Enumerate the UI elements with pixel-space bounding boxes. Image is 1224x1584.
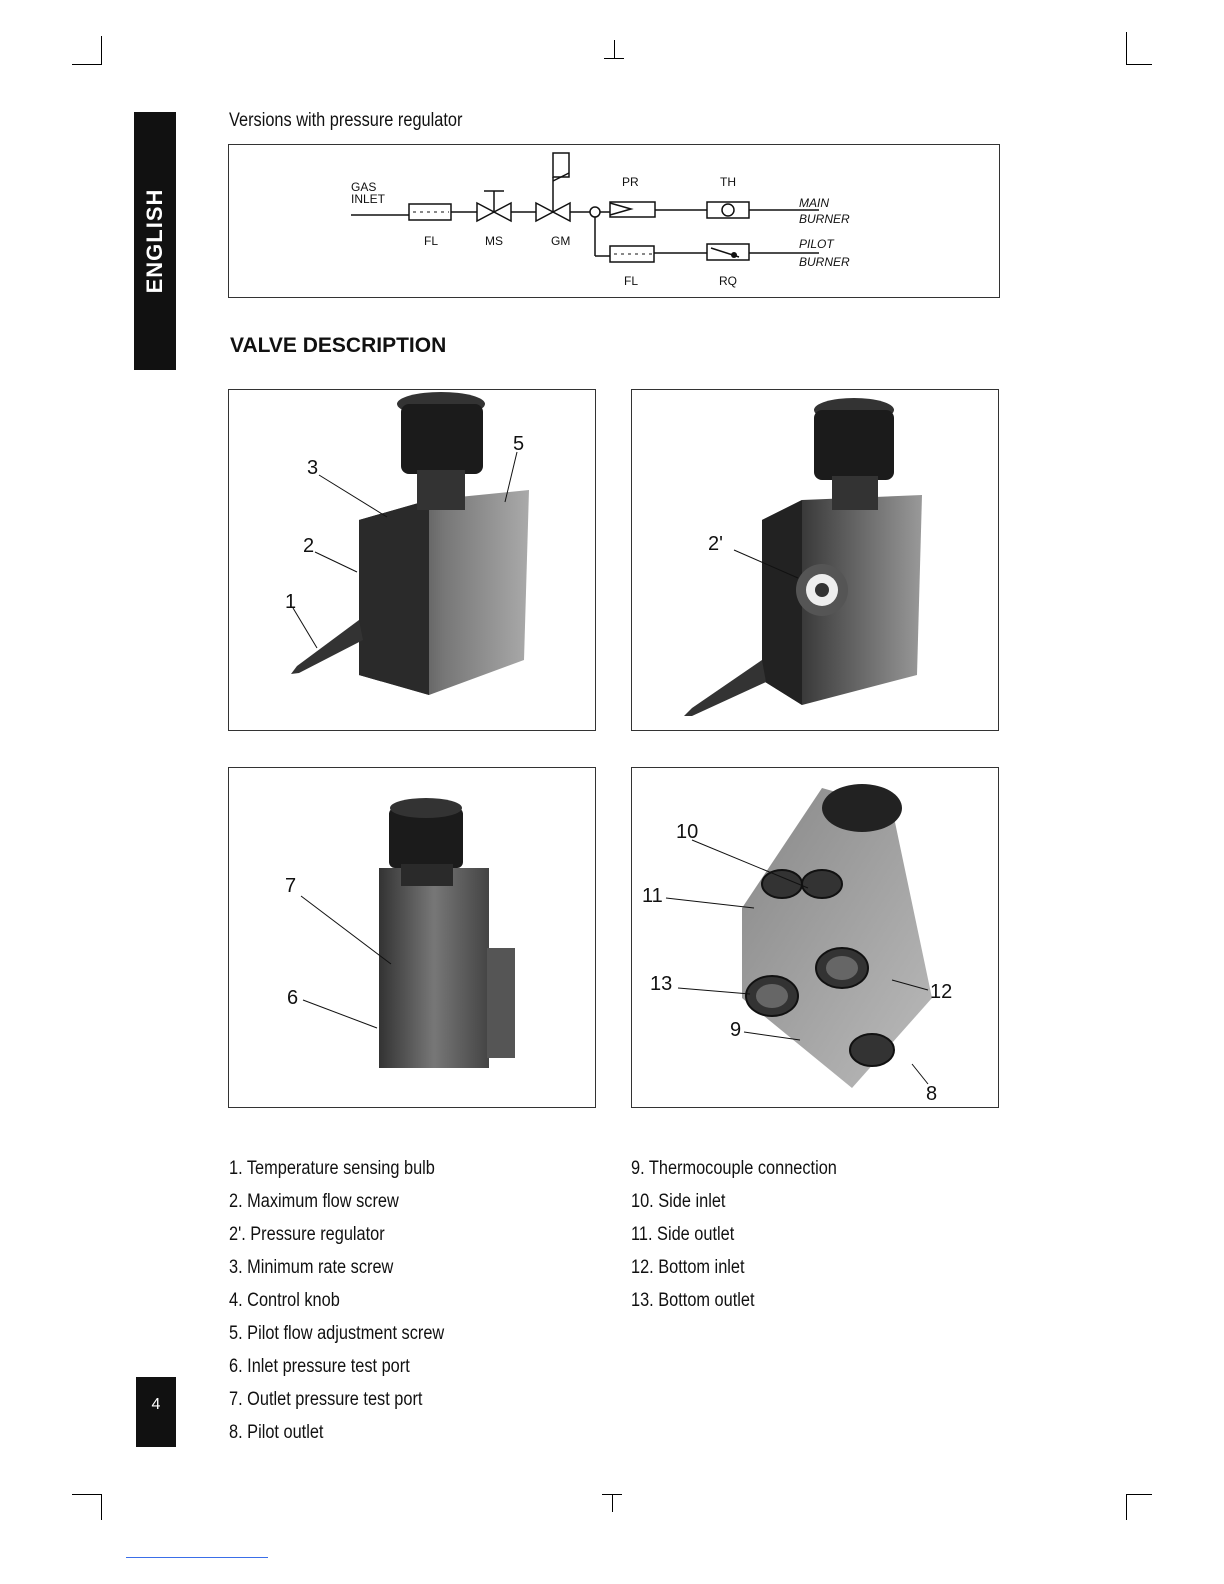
legend-item: 11. Side outlet bbox=[631, 1224, 735, 1245]
legend-item: 10. Side inlet bbox=[631, 1191, 726, 1212]
valve-photo-bottom: 10 11 13 12 9 8 bbox=[631, 767, 999, 1108]
callout-13: 13 bbox=[650, 973, 672, 995]
language-tab-label: ENGLISH bbox=[142, 188, 167, 294]
valve-regulator-illustration: 2' bbox=[684, 398, 922, 716]
fl-pilot-label: FL bbox=[624, 274, 638, 288]
crop-mark bbox=[101, 36, 102, 65]
legend-item: 5. Pilot flow adjustment screw bbox=[229, 1323, 445, 1344]
legend-item: 6. Inlet pressure test port bbox=[229, 1356, 410, 1377]
pilot-burner-label: BURNER bbox=[799, 255, 850, 269]
schematic-subtitle: Versions with pressure regulator bbox=[229, 110, 463, 131]
legend-left: 1. Temperature sensing bulb 2. Maximum f… bbox=[229, 1152, 479, 1449]
callout-9: 9 bbox=[730, 1019, 741, 1041]
callout-5: 5 bbox=[513, 433, 524, 455]
fl-main-label: FL bbox=[424, 234, 438, 248]
crop-mark bbox=[612, 1494, 613, 1512]
crop-mark bbox=[1126, 32, 1127, 64]
legend-item: 12. Bottom inlet bbox=[631, 1257, 745, 1278]
legend-item: 8. Pilot outlet bbox=[229, 1422, 324, 1443]
legend-item: 7. Outlet pressure test port bbox=[229, 1389, 423, 1410]
ms-label: MS bbox=[485, 234, 503, 248]
language-tab: ENGLISH bbox=[134, 112, 176, 370]
crop-mark bbox=[604, 58, 624, 59]
callout-10: 10 bbox=[676, 821, 698, 843]
valve-photo-front: 3 5 2 1 bbox=[228, 389, 596, 731]
gas-inlet-label: INLET bbox=[351, 192, 386, 206]
footer-rule bbox=[126, 1557, 268, 1558]
callout-2-prime: 2' bbox=[708, 533, 723, 555]
callout-3: 3 bbox=[307, 457, 318, 479]
section-title: VALVE DESCRIPTION bbox=[230, 334, 447, 357]
crop-mark bbox=[614, 40, 615, 58]
callout-11: 11 bbox=[642, 885, 663, 907]
legend-item: 3. Minimum rate screw bbox=[229, 1257, 394, 1278]
callout-12: 12 bbox=[930, 981, 952, 1003]
pr-label: PR bbox=[622, 175, 639, 189]
main-burner-label: MAIN bbox=[799, 196, 829, 210]
valve-side-illustration: 7 6 bbox=[285, 798, 515, 1068]
valve-bottom-illustration: 10 11 13 12 9 8 bbox=[642, 784, 952, 1105]
valve-photo-regulator: 2' bbox=[631, 389, 999, 731]
th-label: TH bbox=[720, 175, 736, 189]
legend-item: 4. Control knob bbox=[229, 1290, 340, 1311]
rq-label: RQ bbox=[719, 274, 737, 288]
legend-item: 9. Thermocouple connection bbox=[631, 1158, 837, 1179]
callout-8: 8 bbox=[926, 1083, 937, 1105]
callout-2: 2 bbox=[303, 535, 314, 557]
legend-item: 2. Maximum flow screw bbox=[229, 1191, 399, 1212]
valve-front-illustration: 3 5 2 1 bbox=[285, 392, 529, 695]
schematic-diagram: GAS INLET FL MS GM PR TH FL RQ MAIN BURN… bbox=[351, 152, 850, 288]
gm-label: GM bbox=[551, 234, 570, 248]
legend-item: 2'. Pressure regulator bbox=[229, 1224, 385, 1245]
callout-6: 6 bbox=[287, 987, 298, 1009]
valve-photo-side: 7 6 bbox=[228, 767, 596, 1108]
callout-1: 1 bbox=[285, 591, 296, 613]
page-number: 4 bbox=[136, 1377, 176, 1447]
gas-valve-schematic: GAS INLET FL MS GM PR TH FL RQ MAIN BURN… bbox=[228, 144, 1000, 298]
crop-mark bbox=[1126, 1494, 1127, 1520]
legend-right: 9. Thermocouple connection 10. Side inle… bbox=[631, 1152, 870, 1317]
main-burner-label: BURNER bbox=[799, 212, 850, 226]
pilot-burner-label: PILOT bbox=[799, 237, 835, 251]
crop-mark bbox=[72, 64, 102, 65]
crop-mark bbox=[1126, 64, 1152, 65]
crop-mark bbox=[101, 1494, 102, 1520]
gas-inlet-label: GAS bbox=[351, 180, 376, 194]
callout-7: 7 bbox=[285, 875, 296, 897]
legend-item: 1. Temperature sensing bulb bbox=[229, 1158, 435, 1179]
crop-mark bbox=[72, 1494, 102, 1495]
legend-item: 13. Bottom outlet bbox=[631, 1290, 755, 1311]
crop-mark bbox=[1126, 1494, 1152, 1495]
